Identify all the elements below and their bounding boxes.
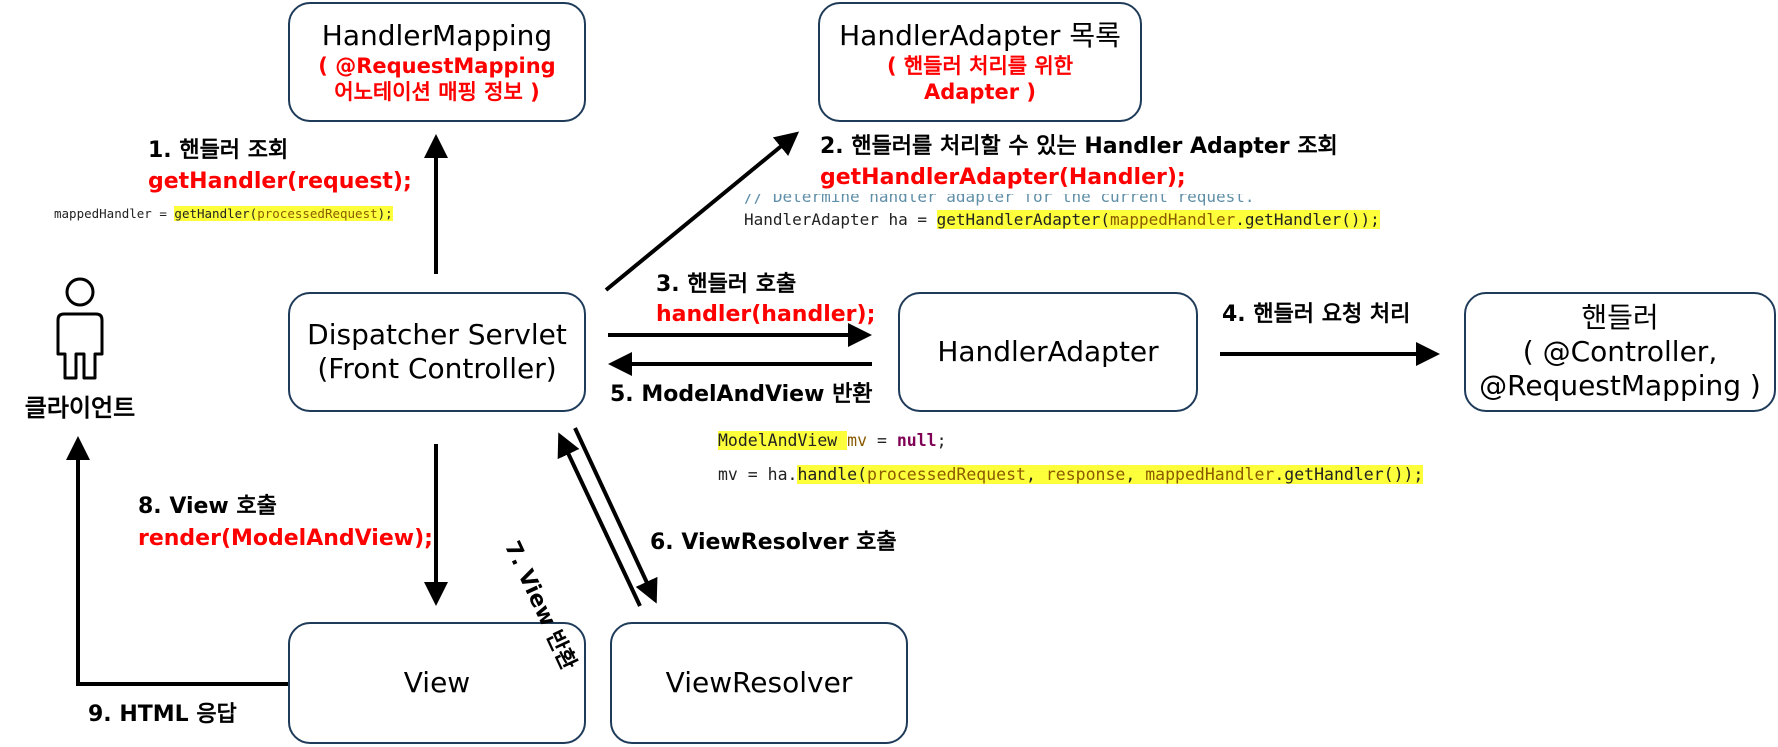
view-box: View	[288, 622, 586, 744]
arrow-step6	[573, 427, 658, 604]
step9-label: 9. HTML 응답	[88, 702, 237, 727]
step3-call: handler(handler);	[656, 302, 876, 327]
handler-box: 핸들러 ( @Controller, @RequestMapping )	[1464, 292, 1776, 412]
handler-adapter-box: HandlerAdapter	[898, 292, 1198, 412]
code2-fn: getHandlerAdapter(	[936, 210, 1111, 229]
code3-fn: handle(	[797, 465, 868, 484]
handler-line1: 핸들러	[1581, 301, 1659, 334]
code-snippet-get-handler: mappedHandler = getHandler(processedRequ…	[54, 206, 393, 221]
handler-adapter-list-title: HandlerAdapter 목록	[839, 19, 1121, 52]
arrow-step7	[557, 432, 642, 607]
view-resolver-title: ViewResolver	[665, 666, 853, 699]
code3-var: mv	[847, 431, 868, 450]
person-icon	[56, 277, 104, 380]
step5-label: 5. ModelAndView 반환	[610, 382, 873, 407]
code3-null: null	[896, 431, 937, 450]
handler-adapter-list-sub1: ( 핸들러 처리를 위한	[886, 54, 1074, 78]
code3-lhs: mv = ha.	[718, 465, 798, 484]
handler-adapter-title: HandlerAdapter	[937, 335, 1159, 368]
code2-rest: .getHandler());	[1235, 210, 1380, 229]
handler-mapping-sub1: ( @RequestMapping	[318, 54, 556, 78]
code3-end2: .getHandler());	[1274, 465, 1424, 484]
step3-label: 3. 핸들러 호출	[656, 272, 797, 297]
handler-adapter-list-sub2: Adapter )	[923, 80, 1037, 104]
handler-line2: ( @Controller,	[1522, 335, 1718, 368]
code3-sep1: ,	[1025, 465, 1046, 484]
code1-lhs: mappedHandler =	[54, 206, 175, 221]
step8-label: 8. View 호출	[138, 494, 277, 519]
step1-label: 1. 핸들러 조회	[148, 138, 289, 163]
step6-label: 6. ViewResolver 호출	[650, 530, 897, 555]
handler-mapping-title: HandlerMapping	[321, 19, 553, 52]
code3-arg2: response	[1045, 465, 1126, 484]
code1-arg: processedRequest	[257, 206, 378, 221]
client: 클라이언트	[10, 272, 150, 432]
code3-end1: ;	[936, 431, 947, 450]
step2-call: getHandlerAdapter(Handler);	[820, 165, 1186, 190]
code3-type: ModelAndView	[718, 431, 848, 450]
code1-fn: getHandler(	[174, 206, 258, 221]
view-resolver-box: ViewResolver	[610, 622, 908, 744]
step8-call: render(ModelAndView);	[138, 526, 433, 551]
handler-mapping-box: HandlerMapping ( @RequestMapping 어노테이션 매…	[288, 2, 586, 122]
handler-line3: @RequestMapping )	[1479, 369, 1761, 402]
dispatcher-line1: Dispatcher Servlet	[307, 318, 567, 351]
code-snippet-handle: ModelAndView mv = null; mv = ha.handle(p…	[718, 424, 1424, 492]
dispatcher-servlet-box: Dispatcher Servlet (Front Controller)	[288, 292, 586, 412]
handler-adapter-list-box: HandlerAdapter 목록 ( 핸들러 처리를 위한 Adapter )	[818, 2, 1142, 122]
code-snippet-get-handler-adapter: // Determine handler adapter for the cur…	[744, 194, 1380, 232]
arrow-step2	[604, 131, 800, 292]
step4-label: 4. 핸들러 요청 처리	[1222, 302, 1411, 327]
code3-sep2: ,	[1125, 465, 1146, 484]
arrow-step9	[66, 436, 288, 686]
handler-mapping-sub2: 어노테이션 매핑 정보 )	[334, 80, 540, 104]
view-title: View	[403, 666, 471, 699]
code1-end: );	[377, 206, 393, 221]
step2-label: 2. 핸들러를 처리할 수 있는 Handler Adapter 조회	[820, 134, 1338, 159]
code3-eq: =	[867, 431, 897, 450]
client-label: 클라이언트	[24, 394, 136, 422]
code2-comment: // Determine handler adapter for the cur…	[744, 194, 1255, 206]
code3-arg1: processedRequest	[867, 465, 1026, 484]
code3-arg3: mappedHandler	[1145, 465, 1275, 484]
code2-lhs: HandlerAdapter ha =	[744, 210, 937, 229]
dispatcher-line2: (Front Controller)	[317, 352, 557, 385]
code2-arg: mappedHandler	[1110, 210, 1236, 229]
step1-call: getHandler(request);	[148, 169, 412, 194]
